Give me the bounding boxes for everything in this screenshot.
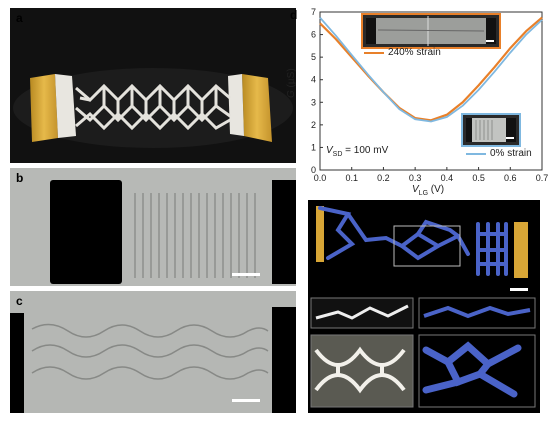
e-side-view-photo xyxy=(315,304,409,320)
y-tick-label: 1 xyxy=(311,142,316,152)
left-gold-pad xyxy=(30,74,58,142)
y-tick-label: 4 xyxy=(311,75,316,85)
e-top-view-photo xyxy=(314,346,406,394)
x-tick-label: 0.7 xyxy=(536,173,549,183)
legend-240-strain: 240% strain xyxy=(364,47,441,58)
chart-annotation-vsd: VSD = 100 mV xyxy=(326,145,389,158)
panel-b-contact-pad xyxy=(50,180,122,284)
y-tick-label: 7 xyxy=(311,7,316,17)
panel-c-scale-bar xyxy=(232,399,260,402)
x-tick-label: 0.6 xyxy=(504,173,517,183)
panel-c-micrograph: c xyxy=(10,291,296,413)
y-tick-label: 6 xyxy=(311,30,316,40)
panel-b-illustration xyxy=(10,168,296,286)
panel-a-photo: a xyxy=(10,8,296,163)
x-tick-label: 0.5 xyxy=(472,173,485,183)
chart-ylabel: G (µS) xyxy=(286,68,297,98)
e-side-view-render xyxy=(423,305,531,319)
panel-a-illustration xyxy=(10,8,296,163)
x-tick-label: 0.3 xyxy=(409,173,422,183)
inset-0-strain xyxy=(461,113,521,147)
chart-series xyxy=(319,16,543,123)
series-line-0-strain xyxy=(319,17,543,123)
series-line-240-strain xyxy=(319,16,543,122)
e-top-view-render xyxy=(422,341,522,398)
y-tick-label: 3 xyxy=(311,97,316,107)
panel-b-scale-bar xyxy=(232,273,260,276)
y-tick-label: 5 xyxy=(311,52,316,62)
chart-xlabel: VLG (V) xyxy=(412,184,445,197)
e-left-gold-contact xyxy=(316,206,324,262)
chart-ticks: 0.0 0.1 0.2 0.3 0.4 0.5 0.6 0.7 0 1 2 3 4 5 6 7 xyxy=(311,7,548,183)
y-tick-label: 2 xyxy=(311,120,316,130)
panel-d-chart: 0.0 0.1 0.2 0.3 0.4 0.5 0.6 0.7 0 1 2 3 4 5 6 7 xyxy=(311,7,548,183)
panel-letter-b: b xyxy=(16,171,24,185)
e-scale-bar xyxy=(510,288,528,291)
left-paper-tab xyxy=(55,74,76,138)
chart-axes xyxy=(319,11,543,171)
panel-b-right-contact xyxy=(272,180,296,284)
panel-b-stripes xyxy=(134,193,256,278)
panel-b-micrograph: b xyxy=(10,168,296,286)
panel-c-stretched-mesh xyxy=(31,323,269,380)
panel-e-rendering: e xyxy=(308,200,540,413)
right-gold-pad xyxy=(242,74,272,142)
legend-swatch-240 xyxy=(364,51,384,54)
panel-c-illustration xyxy=(10,291,296,413)
panel-letter-d: d xyxy=(290,8,298,22)
panel-letter-c: c xyxy=(16,294,23,308)
e-zoom-box xyxy=(393,225,461,267)
x-tick-label: 0.4 xyxy=(441,173,454,183)
panel-e-illustration xyxy=(308,200,540,413)
x-tick-label: 0.0 xyxy=(314,173,327,183)
inset-240-strain xyxy=(361,13,501,49)
panel-c-left-contact xyxy=(10,313,24,413)
legend-0-strain: 0% strain xyxy=(466,148,532,159)
kirigami-mesh xyxy=(75,83,231,131)
legend-swatch-0 xyxy=(466,152,486,155)
x-tick-label: 0.2 xyxy=(377,173,390,183)
legend-label-0: 0% strain xyxy=(490,148,532,159)
panel-letter-a: a xyxy=(16,11,23,25)
x-tick-label: 0.1 xyxy=(345,173,358,183)
legend-label-240: 240% strain xyxy=(388,47,441,58)
y-tick-label: 0 xyxy=(311,165,316,175)
panel-c-right-contact xyxy=(272,307,296,413)
e-right-gold-contact xyxy=(514,222,528,278)
chart-frame xyxy=(319,11,543,171)
right-paper-tab xyxy=(228,74,244,136)
